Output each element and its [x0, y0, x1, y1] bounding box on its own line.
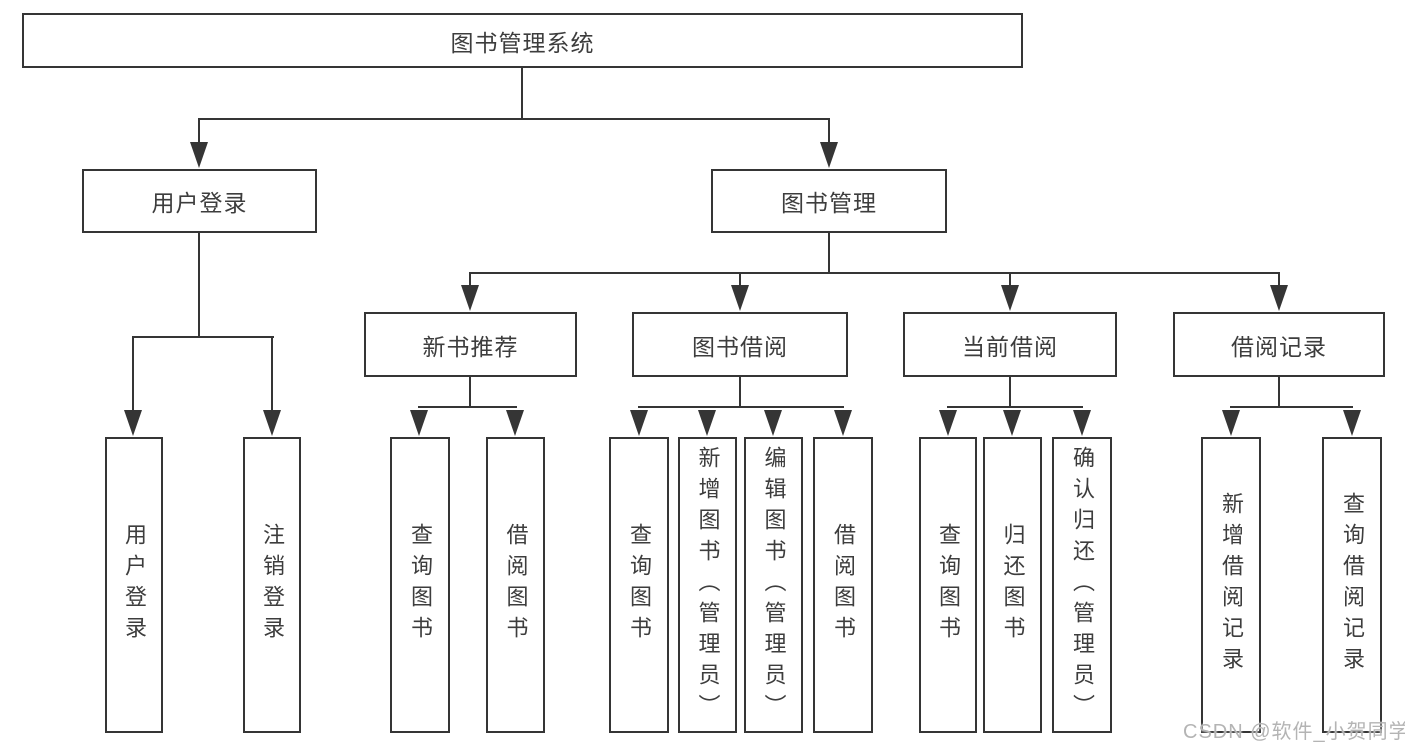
- csdn-watermark: CSDN @软件_小贺同学: [1183, 721, 1405, 743]
- connector-drop: [739, 377, 741, 408]
- node-current-borrow-label: 当前借阅: [962, 333, 1058, 360]
- leaf-user-login-label: 用户登录: [122, 523, 147, 647]
- leaf-add-borrow-record: 新增借阅记录: [1201, 437, 1261, 733]
- leaf-edit-books-admin-label: 编辑图书（管理员）: [761, 445, 787, 725]
- arrow-down-icon: [1270, 285, 1288, 311]
- node-borrow-records-label: 借阅记录: [1231, 333, 1327, 360]
- node-book-management: 图书管理: [711, 169, 947, 233]
- leaf-confirm-return-admin: 确认归还（管理员）: [1052, 437, 1112, 733]
- leaf-add-borrow-record-label: 新增借阅记录: [1219, 492, 1244, 678]
- leaf-add-books-admin-label: 新增图书（管理员）: [695, 445, 721, 725]
- connector-books-drop: [828, 233, 830, 274]
- arrow-down-icon: [1343, 410, 1361, 436]
- node-borrow-records: 借阅记录: [1173, 312, 1385, 377]
- connector-user-bar: [132, 336, 274, 338]
- arrow-down-icon: [698, 410, 716, 436]
- arrow-down-icon: [1073, 410, 1091, 436]
- leaf-recommend-query-books: 查询图书: [390, 437, 450, 733]
- arrow-down-icon: [1222, 410, 1240, 436]
- leaf-current-query-books-label: 查询图书: [936, 523, 961, 647]
- connector-stub-user: [198, 118, 200, 146]
- leaf-borrow-books: 借阅图书: [813, 437, 873, 733]
- leaf-borrow-books-label: 借阅图书: [831, 523, 856, 647]
- leaf-return-books-label: 归还图书: [1000, 523, 1026, 647]
- node-root: 图书管理系统: [22, 13, 1023, 68]
- leaf-borrow-query-books: 查询图书: [609, 437, 669, 733]
- leaf-current-query-books: 查询图书: [919, 437, 977, 733]
- leaf-user-login: 用户登录: [105, 437, 163, 733]
- arrow-down-icon: [1003, 410, 1021, 436]
- arrow-down-icon: [506, 410, 524, 436]
- connector-root-drop: [521, 67, 523, 120]
- arrow-down-icon: [939, 410, 957, 436]
- connector-stub: [1278, 272, 1280, 288]
- connector-root-bar: [198, 118, 830, 120]
- leaf-logout: 注销登录: [243, 437, 301, 733]
- node-book-borrow-label: 图书借阅: [692, 333, 788, 360]
- connector-drop: [1009, 377, 1011, 408]
- leaf-borrow-query-books-label: 查询图书: [627, 523, 652, 647]
- leaf-recommend-borrow-books-label: 借阅图书: [503, 523, 529, 647]
- connector-user-drop: [198, 233, 200, 338]
- node-user-login: 用户登录: [82, 169, 317, 233]
- arrow-down-icon: [834, 410, 852, 436]
- connector-bar: [1230, 406, 1353, 408]
- connector-stub: [469, 272, 471, 288]
- node-root-label: 图书管理系统: [450, 29, 595, 56]
- leaf-recommend-borrow-books: 借阅图书: [486, 437, 545, 733]
- connector-books-bar: [469, 272, 1280, 274]
- leaf-add-books-admin: 新增图书（管理员）: [678, 437, 737, 733]
- connector-drop: [469, 377, 471, 408]
- arrow-down-icon: [764, 410, 782, 436]
- arrow-down-icon: [731, 285, 749, 311]
- connector-stub: [1009, 272, 1011, 288]
- arrow-down-icon: [263, 410, 281, 436]
- leaf-recommend-query-books-label: 查询图书: [408, 523, 433, 647]
- arrow-down-icon: [461, 285, 479, 311]
- connector-bar: [418, 406, 517, 408]
- node-book-borrow: 图书借阅: [632, 312, 848, 377]
- leaf-query-borrow-record: 查询借阅记录: [1322, 437, 1382, 733]
- leaf-query-borrow-record-label: 查询借阅记录: [1340, 492, 1365, 678]
- connector-stub: [132, 336, 134, 412]
- connector-stub-books: [828, 118, 830, 146]
- connector-stub: [271, 336, 273, 412]
- connector-bar: [638, 406, 844, 408]
- node-current-borrow: 当前借阅: [903, 312, 1117, 377]
- connector-bar: [947, 406, 1083, 408]
- node-new-book-recommend-label: 新书推荐: [422, 333, 519, 360]
- arrow-down-icon: [820, 142, 838, 168]
- leaf-logout-label: 注销登录: [260, 523, 285, 647]
- arrow-down-icon: [410, 410, 428, 436]
- node-book-management-label: 图书管理: [781, 190, 877, 216]
- arrow-down-icon: [1001, 285, 1019, 311]
- arrow-down-icon: [630, 410, 648, 436]
- connector-stub: [739, 272, 741, 288]
- arrow-down-icon: [124, 410, 142, 436]
- arrow-down-icon: [190, 142, 208, 168]
- node-new-book-recommend: 新书推荐: [364, 312, 577, 377]
- node-user-login-label: 用户登录: [151, 190, 248, 216]
- leaf-edit-books-admin: 编辑图书（管理员）: [744, 437, 803, 733]
- connector-drop: [1278, 377, 1280, 408]
- leaf-confirm-return-admin-label: 确认归还（管理员）: [1070, 445, 1095, 725]
- leaf-return-books: 归还图书: [983, 437, 1042, 733]
